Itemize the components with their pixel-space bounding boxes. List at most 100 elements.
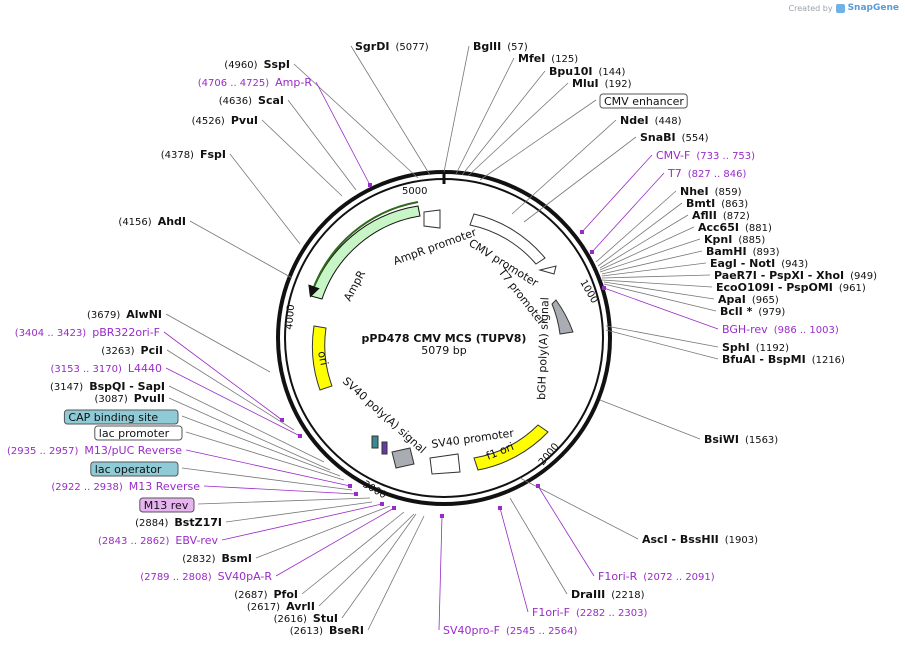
svg-text:Bpu10I(144): Bpu10I(144) — [549, 65, 625, 78]
site-label-amp-r[interactable]: (4706 .. 4725)Amp-R — [198, 76, 313, 89]
site-label-eagi-noti[interactable]: EagI - NotI(943) — [710, 257, 808, 270]
site-label-m13-reverse[interactable]: (2922 .. 2938)M13 Reverse — [51, 480, 200, 493]
leader-line — [461, 70, 546, 176]
leader-line — [367, 515, 425, 631]
feature-ampr[interactable] — [308, 201, 421, 300]
site-label-pvuii[interactable]: (3087)PvuII — [94, 392, 165, 405]
feature-ampr-promoter[interactable] — [423, 209, 441, 229]
site-label-fspi[interactable]: (4378)FspI — [161, 148, 226, 161]
svg-text:CMV-F(733 .. 753): CMV-F(733 .. 753) — [656, 149, 755, 162]
site-label-bcli-[interactable]: BclI *(979) — [720, 305, 785, 318]
site-label-pvui[interactable]: (4526)PvuI — [192, 114, 258, 127]
site-label-asci-bsshii[interactable]: AscI - BssHII(1903) — [642, 533, 758, 546]
site-label-acc65i[interactable]: Acc65I(881) — [698, 221, 772, 234]
feature-cmv-promoter[interactable] — [469, 213, 546, 265]
site-label-lac-operator[interactable]: lac operator — [90, 461, 179, 477]
site-label-sgrdi[interactable]: SgrDI(5077) — [355, 40, 429, 53]
site-label-mfei[interactable]: MfeI(125) — [518, 52, 578, 65]
site-label-lac-promoter[interactable]: lac promoter — [94, 425, 183, 441]
site-label-sv40pro-f[interactable]: SV40pro-F(2545 .. 2564) — [443, 624, 578, 637]
leader-line — [350, 45, 431, 176]
site-label-bpu10i[interactable]: Bpu10I(144) — [549, 65, 625, 78]
site-label-sv40pa-r[interactable]: (2789 .. 2808)SV40pA-R — [140, 570, 272, 583]
site-label-avrii[interactable]: (2617)AvrII — [247, 600, 315, 613]
site-label-bstz17i[interactable]: (2884)BstZ17I — [135, 516, 222, 529]
site-label-ecoo109i-pspomi[interactable]: EcoO109I - PspOMI(961) — [716, 281, 866, 294]
site-label-aflii[interactable]: AflII(872) — [692, 209, 750, 222]
site-label-bfuai-bspmi[interactable]: BfuAI - BspMI(1216) — [722, 353, 845, 366]
site-label-draiii[interactable]: DraIII(2218) — [571, 588, 645, 601]
site-label-sspi[interactable]: (4960)SspI — [224, 58, 290, 71]
site-label-sphi[interactable]: SphI(1192) — [722, 341, 789, 354]
primer-site-mark — [536, 484, 540, 488]
leader-line — [229, 153, 301, 245]
site-label-bamhi[interactable]: BamHI(893) — [706, 245, 780, 258]
site-label-ahdi[interactable]: (4156)AhdI — [118, 215, 186, 228]
site-label-paer7i-pspxi-xhoi[interactable]: PaeR7I - PspXI - XhoI(949) — [714, 269, 877, 282]
leader-line — [581, 154, 653, 233]
site-label-l4440[interactable]: (3153 .. 3170)L4440 — [50, 362, 162, 375]
svg-text:(3679)AlwNI: (3679)AlwNI — [87, 308, 162, 321]
site-label-bspqi-sapi[interactable]: (3147)BspQI - SapI — [50, 380, 165, 393]
svg-text:BamHI(893): BamHI(893) — [706, 245, 780, 258]
site-label-m13-puc-reverse[interactable]: (2935 .. 2957)M13/pUC Reverse — [7, 444, 182, 457]
svg-text:(2687)PfoI: (2687)PfoI — [234, 588, 298, 601]
leader-line — [601, 274, 711, 279]
site-label-mlui[interactable]: MluI(192) — [572, 77, 632, 90]
leader-line — [197, 497, 371, 505]
primer-site-mark — [348, 484, 352, 488]
site-label-cmv-enhancer[interactable]: CMV enhancer — [599, 93, 688, 109]
site-label-f1ori-f[interactable]: F1ori-F(2282 .. 2303) — [532, 606, 647, 619]
site-label-cap-binding-site[interactable]: CAP binding site — [63, 409, 179, 425]
site-label-bseri[interactable]: (2613)BseRI — [290, 624, 364, 637]
site-label-m13-rev[interactable]: M13 rev — [139, 497, 195, 513]
leader-line — [599, 399, 701, 440]
site-label-cmv-f[interactable]: CMV-F(733 .. 753) — [656, 149, 755, 162]
leader-line — [523, 136, 637, 223]
plasmid-name: pPD478 CMV MCS (TUPV8) — [362, 332, 527, 345]
leader-line — [599, 238, 701, 273]
svg-text:NheI(859): NheI(859) — [680, 185, 742, 198]
site-label-pcii[interactable]: (3263)PciI — [101, 344, 163, 357]
site-label-scai[interactable]: (4636)ScaI — [219, 94, 284, 107]
site-label-ndei[interactable]: NdeI(448) — [620, 114, 682, 127]
site-label-nhei[interactable]: NheI(859) — [680, 185, 742, 198]
site-label-pbr322ori-f[interactable]: (3404 .. 3423)pBR322ori-F — [15, 326, 160, 339]
leader-line — [595, 190, 677, 263]
feature-t7-promoter[interactable] — [538, 265, 557, 275]
svg-text:(2922 .. 2938)M13 Reverse: (2922 .. 2938)M13 Reverse — [51, 480, 200, 493]
site-label-bmti[interactable]: BmtI(863) — [686, 197, 748, 210]
leader-line — [599, 214, 689, 269]
tick-4000: 4000 — [284, 304, 297, 330]
site-label-t7[interactable]: T7(827 .. 846) — [667, 167, 747, 180]
feature-sv40-promoter[interactable] — [429, 453, 461, 475]
tick-5000: 5000 — [402, 186, 427, 197]
site-label-bgh-rev[interactable]: BGH-rev(986 .. 1003) — [722, 323, 839, 336]
plasmid-size: 5079 bp — [421, 344, 466, 357]
feature-f1-ori[interactable] — [473, 424, 549, 471]
feature-ori[interactable] — [311, 325, 333, 391]
svg-text:M13 rev: M13 rev — [144, 499, 189, 512]
svg-text:SphI(1192): SphI(1192) — [722, 341, 789, 354]
site-label-snabi[interactable]: SnaBI(554) — [640, 131, 709, 144]
site-label-f1ori-r[interactable]: F1ori-R(2072 .. 2091) — [598, 570, 715, 583]
site-label-ebv-rev[interactable]: (2843 .. 2862)EBV-rev — [98, 534, 218, 547]
feature-bgh-polya[interactable] — [551, 299, 574, 335]
site-label-bglii[interactable]: BglII(57) — [473, 40, 528, 53]
leader-line — [597, 202, 683, 267]
leader-line — [511, 119, 617, 215]
site-label-bsmi[interactable]: (2832)BsmI — [182, 552, 252, 565]
site-label-bsiwi[interactable]: BsiWI(1563) — [704, 433, 778, 446]
leader-lines — [163, 45, 719, 631]
svg-text:CAP binding site: CAP binding site — [68, 411, 158, 424]
primer-site-mark — [380, 502, 384, 506]
site-label-kpni[interactable]: KpnI(885) — [704, 233, 765, 246]
leader-line — [537, 485, 595, 577]
site-label-apai[interactable]: ApaI(965) — [718, 293, 779, 306]
feature-sv40-polya[interactable] — [371, 435, 415, 469]
leader-line — [499, 507, 529, 613]
site-label-stui[interactable]: (2616)StuI — [274, 612, 338, 625]
site-label-pfoi[interactable]: (2687)PfoI — [234, 588, 298, 601]
leader-line — [165, 313, 271, 373]
site-label-alwni[interactable]: (3679)AlwNI — [87, 308, 162, 321]
